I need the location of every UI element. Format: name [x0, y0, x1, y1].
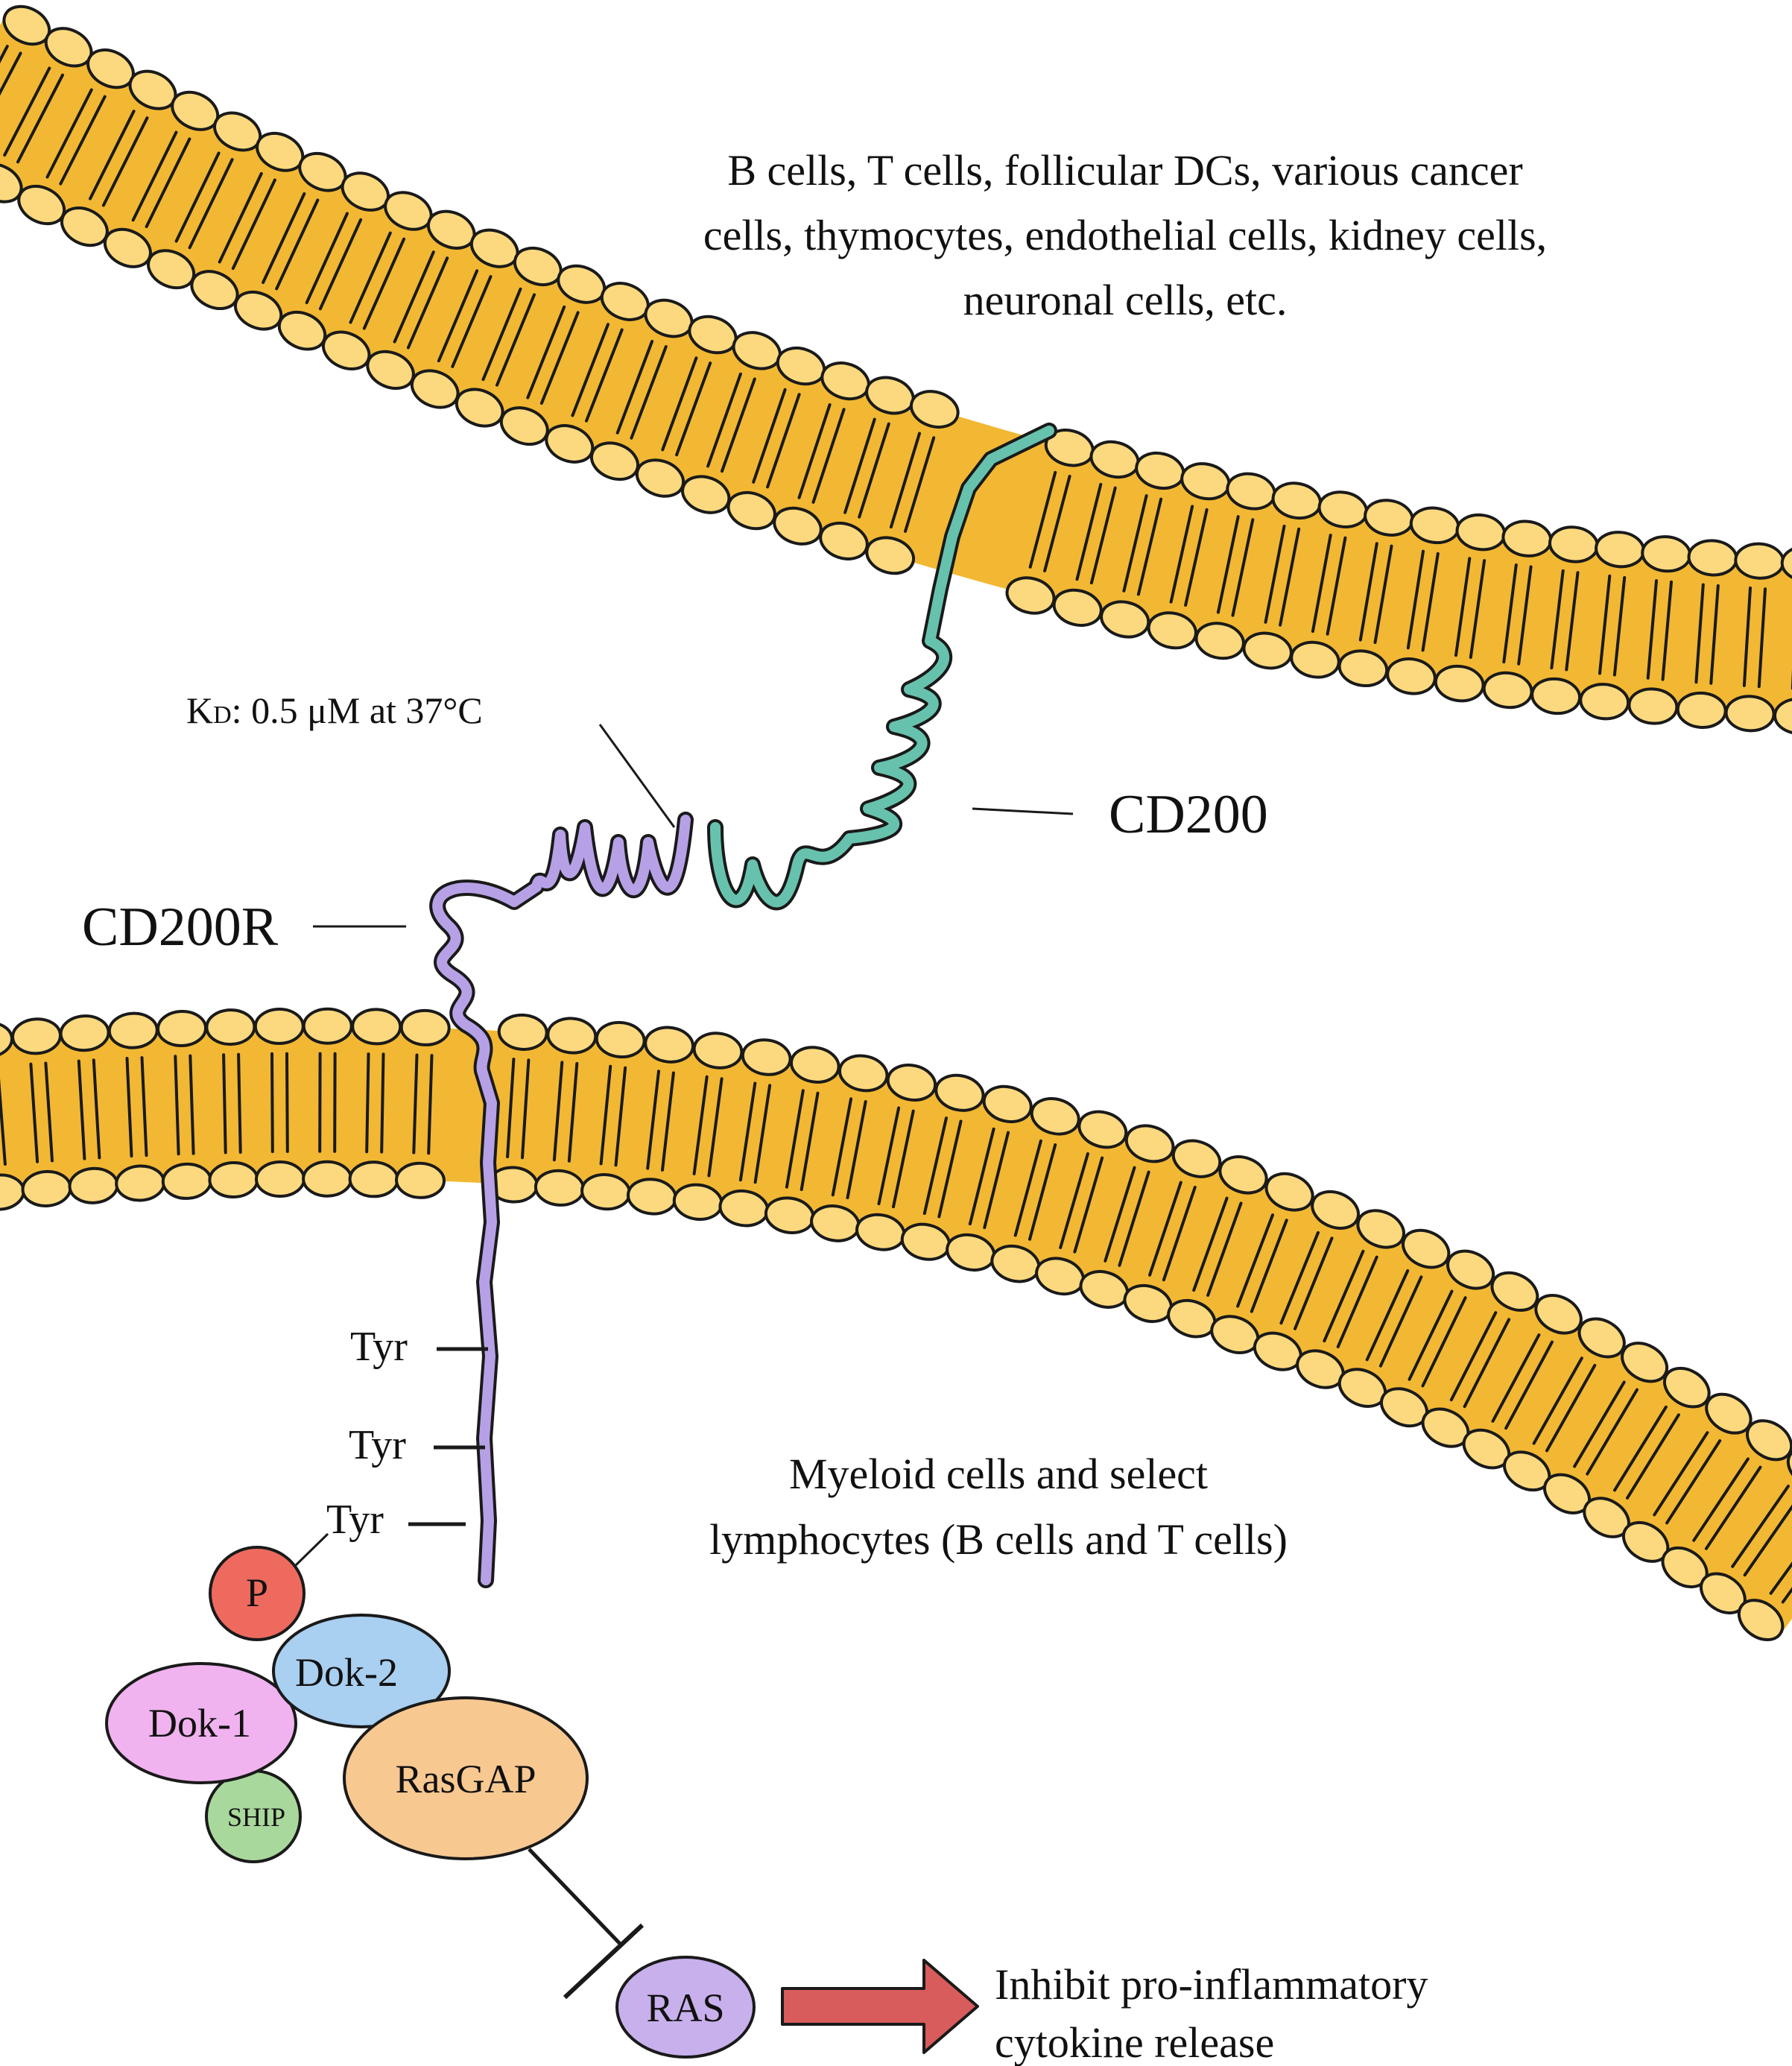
outcome-line-2: cytokine release — [995, 2018, 1274, 2066]
inhibition-bar — [563, 1923, 645, 2000]
upper-cell-caption-line-3: neuronal cells, etc. — [963, 276, 1288, 324]
inhibition-line — [528, 1848, 624, 1947]
lower-membrane-lipid-heads — [0, 1007, 1792, 1642]
rasgap-node — [343, 1696, 589, 1860]
cd200r-strand-fill — [432, 815, 691, 1585]
cd200-strand-fill — [710, 426, 1054, 908]
lower-membrane-lipid-tails — [0, 1052, 1792, 1604]
cd200r-label: CD200R — [82, 897, 279, 958]
tyr-motif-2-label: Tyr — [349, 1422, 406, 1468]
lower-membrane-core — [0, 1026, 1792, 1634]
upper-cell-caption-line-1: B cells, T cells, follicular DCs, variou… — [727, 146, 1522, 195]
dok2-label: Dok-2 — [295, 1650, 398, 1695]
ras-label: RAS — [646, 1986, 724, 2030]
outcome-line-1: Inhibit pro-inflammatory — [995, 1960, 1428, 2009]
lower-cell-caption-line-1: Myeloid cells and select — [789, 1450, 1208, 1498]
lower-cell-caption-line-2: lymphocytes (B cells and T cells) — [709, 1515, 1288, 1564]
cd200-protein — [707, 423, 1057, 911]
dok1-node — [105, 1662, 297, 1784]
kd-annotation: KD: 0.5 μM at 37°C — [186, 689, 483, 731]
upper-membrane-core — [0, 14, 1792, 716]
rasgap-label: RasGAP — [395, 1757, 536, 1801]
phosphate-label: P — [246, 1570, 268, 1615]
tyr-motif-3-label: Tyr — [326, 1497, 384, 1543]
cd200-leader-line — [972, 807, 1074, 815]
cd200r-protein — [429, 812, 694, 1588]
upper-cell-caption-line-2: cells, thymocytes, endothelial cells, ki… — [703, 211, 1547, 259]
lower-cell-membrane — [0, 1007, 1792, 1642]
ship-label: SHIP — [227, 1802, 285, 1832]
kd-leader-line — [598, 724, 676, 828]
tyr-motif-1-label: Tyr — [350, 1324, 408, 1370]
upper-membrane-lipid-heads — [0, 4, 1792, 736]
ras-node — [615, 1956, 756, 2059]
dok2-node — [272, 1614, 451, 1728]
dok1-label: Dok-1 — [148, 1701, 251, 1746]
phosphate-node — [209, 1546, 305, 1641]
upper-membrane-lipid-tails — [0, 45, 1792, 690]
outcome-arrow — [781, 1959, 979, 2054]
cd200-label: CD200 — [1109, 784, 1268, 845]
phospho-link-line — [294, 1532, 329, 1567]
upper-cell-membrane — [0, 4, 1792, 736]
